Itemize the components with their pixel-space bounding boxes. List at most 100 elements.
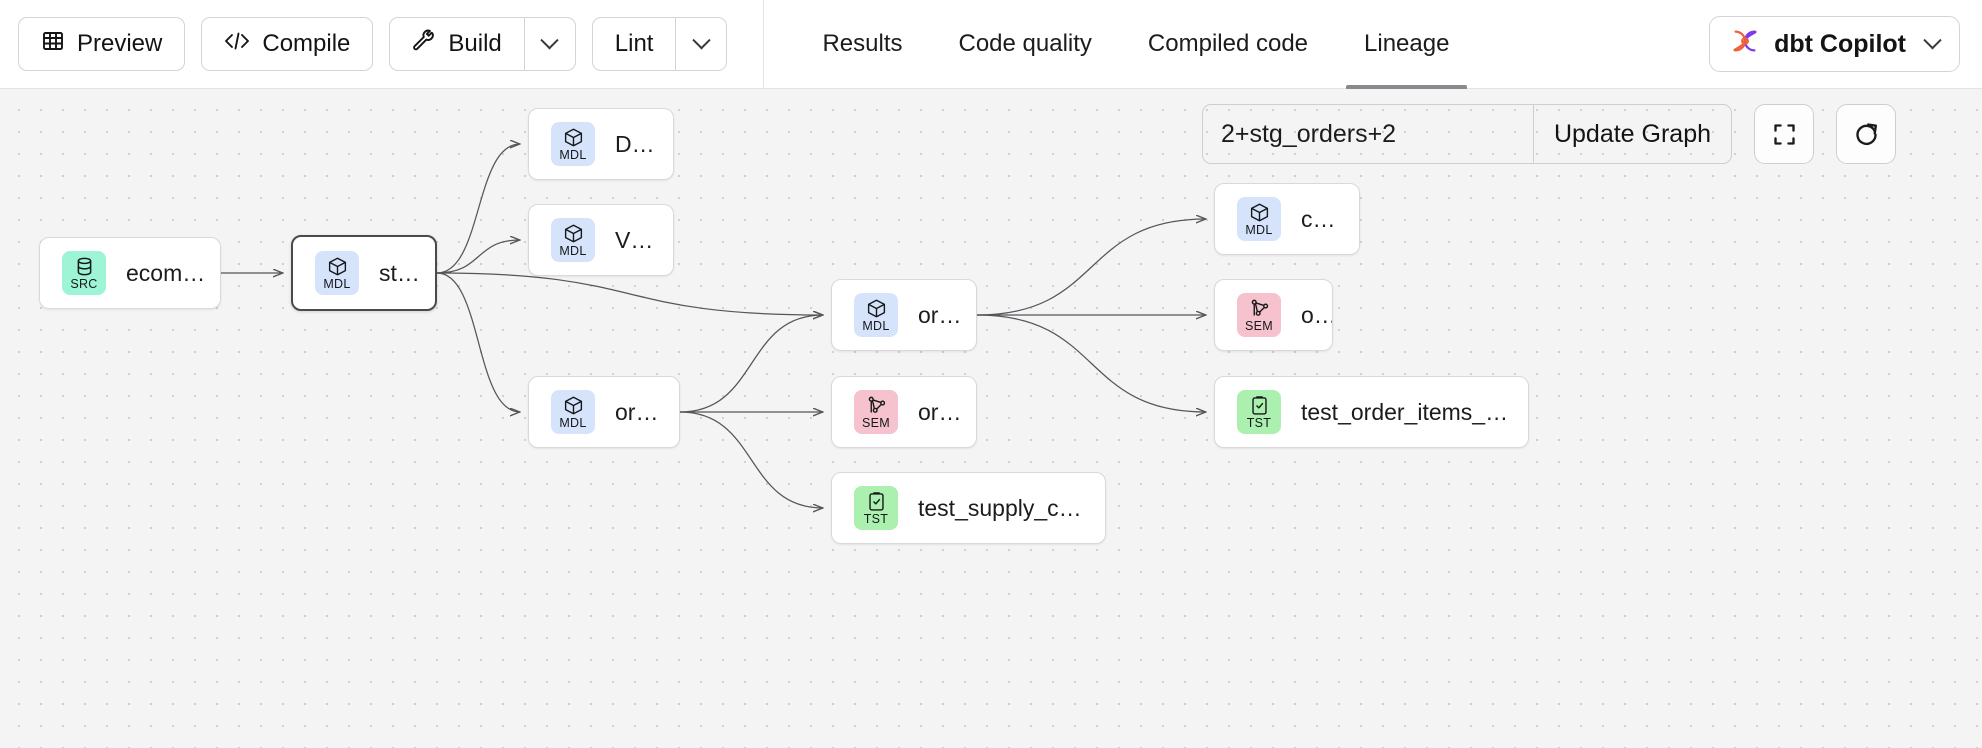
node-label: test_supply_costs_sum_correctly [918,494,1105,521]
lineage-node-stg_orders[interactable]: MDL stg_orders [291,235,437,311]
tab-code-quality[interactable]: Code quality [931,0,1120,89]
tab-lineage-label: Lineage [1364,30,1450,57]
node-type-badge-tst: TST [1237,390,1281,434]
node-type-badge-mdl: MDL [1237,197,1281,241]
build-button-group: Build [389,17,576,71]
node-label: ecom.raw_orders [126,259,220,286]
fullscreen-icon [1773,123,1795,145]
sem-icon [866,395,887,417]
tab-results[interactable]: Results [794,0,930,89]
node-type-badge-sem: SEM [1237,293,1281,337]
toolbar-divider [763,0,765,89]
code-icon [224,30,250,59]
lint-button[interactable]: Lint [593,18,676,70]
chevron-down-icon [692,30,711,49]
lineage-node-ecom_raw_orders[interactable]: SRC ecom.raw_orders [39,237,221,309]
refresh-icon [1855,122,1877,145]
node-type-label: TST [1246,415,1272,430]
dbt-copilot-icon [1730,26,1760,63]
compile-label: Compile [262,30,351,57]
tst-icon [1249,395,1270,417]
node-label: stg_orders [379,259,435,286]
graph-controls: Update Graph [1201,104,1896,164]
node-type-label: MDL [862,318,890,333]
sem-icon [1249,298,1270,320]
preview-label: Preview [77,30,163,57]
node-label: orders [918,301,976,328]
src-icon [74,256,95,278]
edge-orders_mdl-to-customers [976,219,1206,316]
mdl-icon [327,256,348,278]
edge-stg_orders-to-demo [436,144,520,274]
node-type-badge-mdl: MDL [551,390,595,434]
lineage-node-demo[interactable]: MDL Demo [528,108,674,180]
node-label: orders [1301,301,1332,328]
node-type-badge-src: SRC [62,251,106,295]
node-type-label: MDL [1245,222,1273,237]
fullscreen-button[interactable] [1754,104,1814,164]
preview-button[interactable]: Preview [18,17,186,71]
result-tabs: Results Code quality Compiled code Linea… [794,0,1477,89]
compile-button[interactable]: Compile [201,17,374,71]
edge-order_items-to-test_supply [679,411,823,508]
mdl-icon [563,127,584,149]
tab-compiled-code[interactable]: Compiled code [1120,0,1336,89]
refresh-button[interactable] [1836,104,1896,164]
dbt-copilot-label: dbt Copilot [1774,29,1906,58]
node-type-badge-mdl: MDL [551,218,595,262]
update-graph-button[interactable]: Update Graph [1532,105,1731,163]
node-label: order_items [615,398,679,425]
edge-orders_mdl-to-test_order_items [976,314,1206,412]
lineage-node-test_supply[interactable]: TST test_supply_costs_sum_correctly [831,472,1106,544]
mdl-icon [563,223,584,245]
build-button[interactable]: Build [390,18,523,70]
build-label: Build [448,30,502,57]
graph-selector-input[interactable] [1202,105,1533,163]
lineage-node-test_order_items[interactable]: TST test_order_items_compute_to_bools_c… [1214,376,1529,448]
node-type-label: MDL [559,147,587,162]
node-type-label: MDL [559,415,587,430]
lineage-node-order_item_sem[interactable]: SEM order_item [831,376,977,448]
lint-label: Lint [614,30,654,57]
lint-button-group: Lint [591,17,728,71]
tab-compiled-code-label: Compiled code [1147,30,1309,57]
mdl-icon [563,395,584,417]
tab-results-label: Results [822,30,903,57]
lint-dropdown-toggle[interactable] [675,18,726,70]
lineage-edges [221,89,1982,748]
node-type-badge-mdl: MDL [854,293,898,337]
node-type-label: TST [863,511,889,526]
node-type-badge-mdl: MDL [551,122,595,166]
graph-selector: Update Graph [1201,104,1732,164]
lineage-canvas[interactable]: SRCecom.raw_ordersMDLstg_ordersMDLDemoMD… [0,89,1982,748]
chevron-down-icon [540,30,559,49]
lineage-node-orders_sem[interactable]: SEM orders [1214,279,1333,351]
build-dropdown-toggle[interactable] [523,18,575,70]
node-label: order_item [918,398,976,425]
table-icon [41,29,65,60]
mdl-icon [1249,202,1270,224]
edge-stg_orders-to-order_items [436,272,520,412]
lineage-node-orders_mdl[interactable]: MDL orders [831,279,977,351]
node-label: test_order_items_compute_to_bools_c… [1301,398,1528,425]
node-label: customers [1301,205,1359,232]
node-type-label: SRC [70,276,98,291]
tab-lineage[interactable]: Lineage [1336,0,1477,89]
tab-code-quality-label: Code quality [958,30,1092,57]
mdl-icon [866,298,887,320]
lineage-node-order_items[interactable]: MDL order_items [528,376,680,448]
node-type-badge-tst: TST [854,486,898,530]
node-type-label: MDL [323,276,351,291]
tst-icon [866,491,887,513]
chevron-down-icon [1923,30,1942,49]
node-type-badge-mdl: MDL [315,251,359,295]
lineage-node-customers[interactable]: MDL customers [1214,183,1360,255]
node-type-badge-sem: SEM [854,390,898,434]
top-toolbar: Preview Compile Build [0,0,1982,89]
edge-stg_orders-to-ve_demo [436,240,520,274]
node-type-label: MDL [559,243,587,258]
dbt-copilot-button[interactable]: dbt Copilot [1709,16,1960,72]
node-label: Demo [615,130,673,157]
edge-order_items-to-orders_mdl [679,315,823,413]
